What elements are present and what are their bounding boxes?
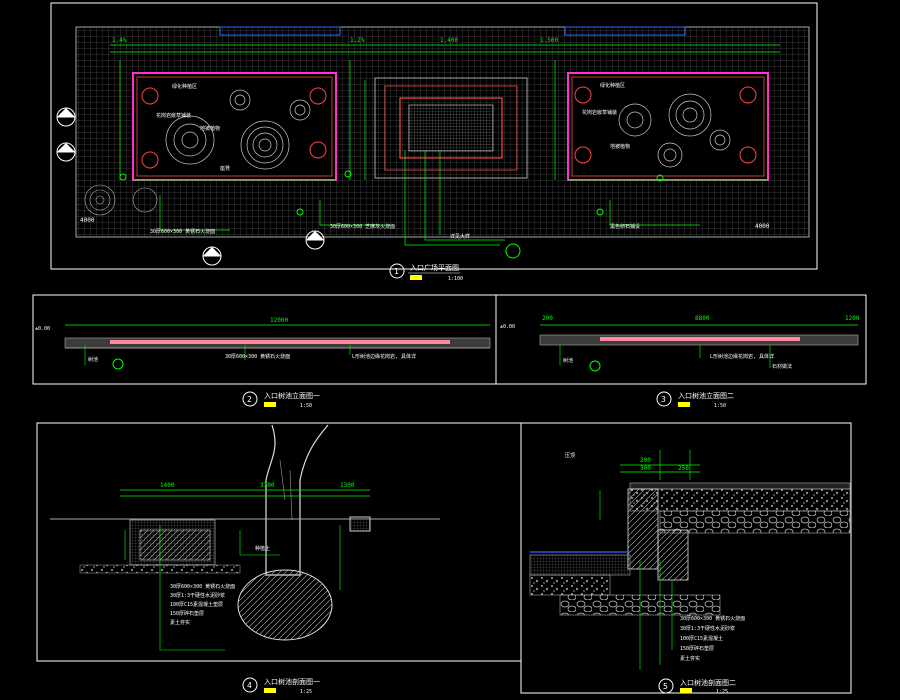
s4-note-2: 30厚1:3干硬性水泥砂浆 <box>170 592 225 599</box>
title-4: 4 入口树池剖面图一 1:25 <box>242 677 320 695</box>
s3-elev: ±0.00 <box>500 324 515 330</box>
title-1-scale: 1:100 <box>448 276 463 282</box>
plan-dim-3: 1.400 <box>440 37 458 44</box>
title-4-number: 4 <box>247 681 252 690</box>
plan-dim-2: 1.2% <box>350 37 365 44</box>
title-5: 5 入口树池剖面图二 1:25 <box>658 678 736 695</box>
plan-dim-left: 4000 <box>80 217 95 224</box>
s5-dim-3: 250 <box>678 465 689 472</box>
plan-panel: 1.4% 1.2% 1.400 1.500 绿化种植区 花岗岩嵌草铺装 地被植物… <box>50 2 818 282</box>
s2-elev: ±0.00 <box>35 326 50 332</box>
s4-note-4: 150厚碎石垫层 <box>170 610 204 617</box>
right-planter <box>567 72 769 181</box>
title-5-number: 5 <box>663 682 668 691</box>
title-1-number: 1 <box>394 267 399 276</box>
bottom-note-3: 详见大样 <box>450 233 470 240</box>
centre-feature <box>374 77 528 179</box>
s2-note-3: L形树池边缘花岗岩, 具体详 <box>352 353 416 360</box>
left-note-3: 地被植物 <box>200 125 220 132</box>
title-3-scale: 1:50 <box>714 403 726 409</box>
s5-wall <box>627 488 659 570</box>
s5-note-5: 素土夯实 <box>680 655 700 662</box>
title-2-text: 入口树池立面图一 <box>264 391 320 400</box>
section-marker-left <box>56 107 76 162</box>
plan-frame <box>50 2 818 270</box>
s2-dim: 12000 <box>270 317 288 324</box>
s5-note-6: 压顶 <box>565 453 575 459</box>
s5-dim-1: 200 <box>640 457 651 464</box>
root-ball <box>237 569 333 641</box>
s5-note-2: 30厚1:3干硬性水泥砂浆 <box>680 625 735 632</box>
tree-symbol <box>84 184 158 216</box>
plan-dim-4: 1.500 <box>540 37 558 44</box>
bottom-note-2: 30厚600×300 芝麻灰火烧面 <box>330 223 395 230</box>
right-note-1: 绿化种植区 <box>600 82 625 89</box>
s3-dim-mid: 8800 <box>695 315 710 322</box>
title-2-scale: 1:50 <box>300 403 312 409</box>
s2-note-1: 树池 <box>88 356 98 363</box>
s4-dim-2: 3700 <box>260 482 275 489</box>
s3-dim-left: 200 <box>542 315 553 322</box>
title-3-text: 入口树池立面图二 <box>678 391 734 400</box>
s2-note-2: 30厚600×300 黄锈石火烧面 <box>225 353 290 360</box>
right-note-3: 地被植物 <box>610 143 630 150</box>
title-1: 1 入口广场平面图 1:100 <box>389 263 463 282</box>
s5-note-4: 150厚碎石垫层 <box>680 645 714 652</box>
section-panel-5: 200 300 250 压顶 30厚600×300 黄锈石火烧面 30厚1:3干… <box>520 422 852 695</box>
left-note-1: 绿化种植区 <box>172 83 197 90</box>
left-planter <box>132 72 337 181</box>
tree-trunk <box>265 424 329 576</box>
title-5-scale: 1:25 <box>716 689 728 695</box>
s4-note-3: 100厚C15素混凝土垫层 <box>170 601 223 608</box>
s5-note-3: 100厚C15素混凝土 <box>680 635 723 642</box>
elevation-panel-2: 12000 ±0.00 树池 30厚600×300 黄锈石火烧面 L形树池边缘花… <box>32 294 497 409</box>
title-4-scale: 1:25 <box>300 689 312 695</box>
title-3: 3 入口树池立面图二 1:50 <box>656 391 734 409</box>
s3-dim-right: 1200 <box>845 315 860 322</box>
title-3-number: 3 <box>661 395 666 404</box>
bottom-note-1: 30厚600×300 黄锈石火烧面 <box>150 228 215 235</box>
title-4-text: 入口树池剖面图一 <box>264 677 320 686</box>
s4-dim-3: 1300 <box>340 482 355 489</box>
title-5-text: 入口树池剖面图二 <box>680 678 736 687</box>
s4-note-6: 种植土 <box>255 545 270 552</box>
s4-dim-1: 1400 <box>160 482 175 489</box>
s3-note-2: L形树池边缘花岗岩, 具体详 <box>710 353 774 360</box>
s3-note-3: 石材做法 <box>772 363 792 370</box>
plan-dim-right: 4000 <box>755 223 770 230</box>
title-2: 2 入口树池立面图一 1:50 <box>242 391 320 409</box>
title-2-number: 2 <box>247 395 252 404</box>
right-note-2: 花岗岩嵌草铺装 <box>582 109 617 116</box>
elevation-3-frame <box>495 294 867 385</box>
plan-dim-1: 1.4% <box>112 37 127 44</box>
section-panel-4: 1400 3700 1300 30厚600×300 黄锈石火烧面 30厚1:3干… <box>36 422 522 695</box>
s4-note-5: 素土夯实 <box>170 619 190 626</box>
elevation-panel-3: 200 8800 1200 ±0.00 树池 L形树池边缘花岗岩, 具体详 石材… <box>495 294 867 409</box>
s3-note-1: 树池 <box>563 357 573 364</box>
title-1-text: 入口广场平面图 <box>410 263 459 272</box>
s4-note-1: 30厚600×300 黄锈石火烧面 <box>170 583 235 590</box>
s5-dim-2: 300 <box>640 465 651 472</box>
left-note-4: 座凳 <box>220 165 230 172</box>
bottom-note-4: 黑色卵石铺设 <box>610 223 640 230</box>
s5-note-1: 30厚600×300 黄锈石火烧面 <box>680 615 745 622</box>
left-note-2: 花岗岩嵌草铺装 <box>156 112 191 119</box>
section-marker-bottom <box>202 230 521 266</box>
